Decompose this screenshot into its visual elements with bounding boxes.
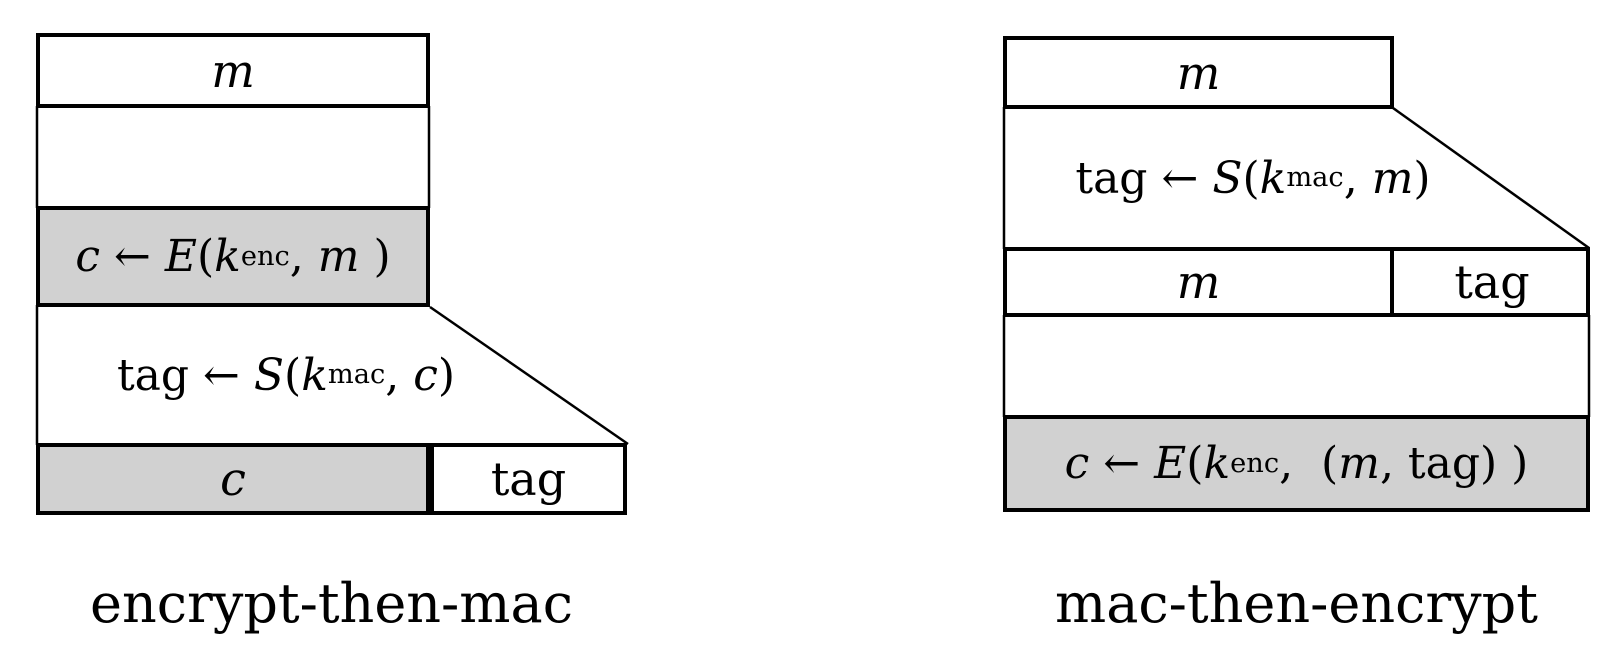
formula-segment: k — [1259, 152, 1287, 204]
formula-segment: , tag) ) — [1379, 438, 1529, 489]
formula-segment: ( — [1242, 152, 1260, 204]
formula-segment: c — [75, 231, 100, 282]
formula-segment: tag ← — [116, 349, 254, 401]
right-message-box — [1003, 36, 1394, 109]
right-row-tag-box — [1390, 247, 1590, 317]
formula-segment: ( — [1186, 438, 1204, 489]
formula-segment: ← — [100, 231, 165, 282]
left-encrypt-box — [36, 206, 430, 307]
formula-segment: , — [385, 349, 414, 401]
formula-segment: c — [1064, 438, 1090, 489]
formula-segment: , ( — [1279, 438, 1339, 489]
formula-segment: k — [1203, 438, 1231, 489]
left-figure-caption: encrypt-then-mac — [90, 571, 573, 635]
formula-segment: ( — [196, 231, 215, 282]
right-row-message-box — [1003, 247, 1394, 317]
formula-segment: k — [214, 231, 241, 282]
formula-segment: tag ← — [1075, 152, 1213, 204]
formula-segment: E — [164, 231, 197, 282]
formula-segment: m — [1338, 438, 1380, 489]
formula-segment: m — [317, 231, 360, 282]
formula-segment: ) — [437, 349, 456, 401]
formula-segment: c — [413, 349, 438, 401]
left-message-label: m — [211, 43, 255, 98]
left-message-box — [36, 33, 430, 108]
right-figure-caption: mac-then-encrypt — [1055, 571, 1538, 635]
right-mac-region-diagonal-line — [1392, 106, 1590, 250]
formula-segment: ( — [284, 349, 302, 401]
right-row-message-label: m — [1176, 255, 1221, 309]
left-result-tag-label: tag — [490, 452, 567, 506]
left-result-cipher-box — [36, 443, 430, 515]
right-encrypt-box — [1003, 415, 1590, 512]
formula-segment: S — [253, 349, 285, 401]
formula-segment: , — [1343, 152, 1372, 204]
right-row-tag-label: tag — [1454, 255, 1530, 309]
formula-segment: ) — [359, 231, 391, 282]
left-result-tag-box — [430, 443, 627, 515]
formula-segment: S — [1212, 152, 1243, 204]
formula-segment: k — [301, 349, 328, 401]
formula-segment: ) — [1413, 152, 1431, 204]
left-result-cipher-label: c — [220, 452, 246, 506]
formula-segment: , — [289, 231, 318, 282]
right-message-label: m — [1176, 45, 1221, 100]
formula-segment: m — [1371, 152, 1414, 204]
formula-segment: ← — [1089, 438, 1155, 489]
left-mac-region-diagonal-line — [429, 305, 629, 446]
formula-segment: E — [1154, 438, 1187, 489]
